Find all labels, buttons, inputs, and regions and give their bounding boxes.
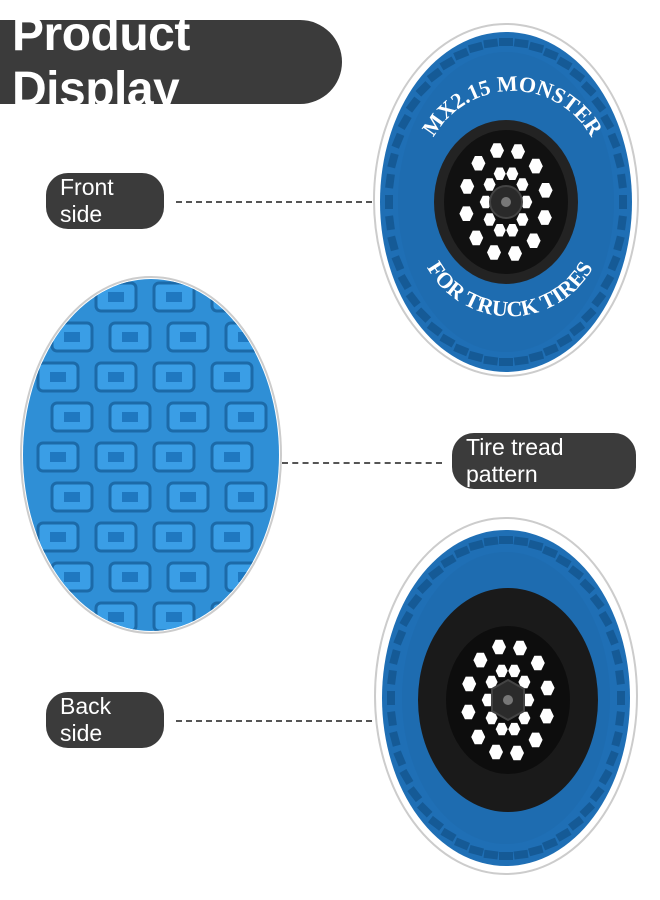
tread-pattern-label: Tire tread pattern	[452, 433, 636, 489]
back-side-wheel-image	[374, 517, 638, 875]
front-side-leader-line	[176, 201, 372, 203]
tread-pattern-leader-line	[282, 462, 442, 464]
back-side-label: Back side	[46, 692, 164, 748]
back-side-label-text: Back side	[60, 693, 112, 746]
back-side-leader-line	[176, 720, 372, 722]
tread-pattern-image	[20, 276, 282, 634]
front-side-wheel-image: MX2.15 MONSTER FOR TRUCK TIRES	[373, 23, 639, 377]
page-title: Product Display	[0, 8, 342, 116]
page-title-text: Product Display	[12, 8, 190, 116]
tread-pattern-label-text: Tire tread pattern	[466, 434, 564, 487]
front-side-label-text: Front side	[60, 174, 114, 227]
front-side-label: Front side	[46, 173, 164, 229]
